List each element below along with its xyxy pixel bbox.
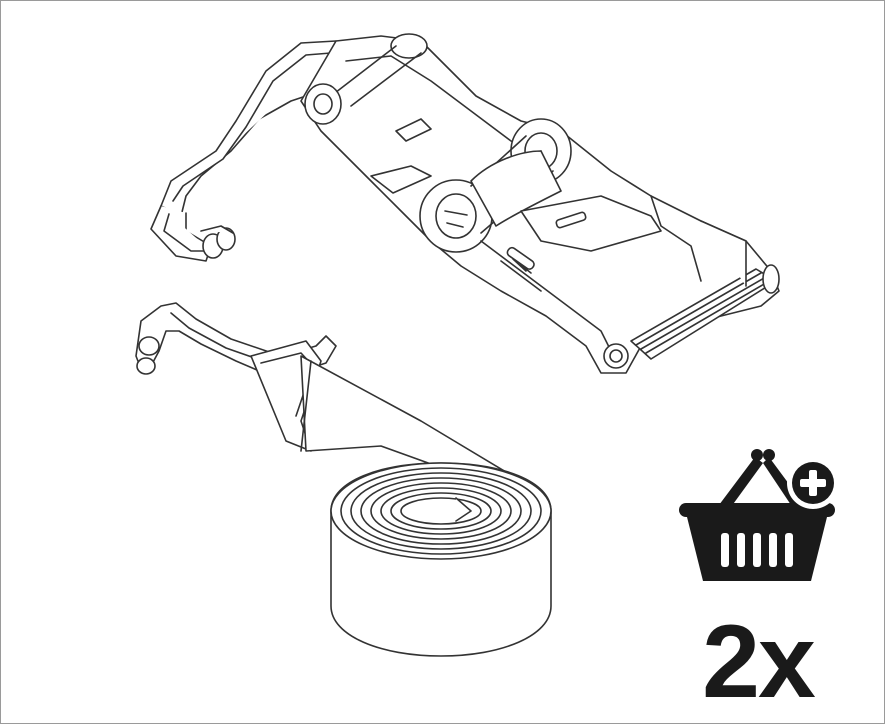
- quantity-label: 2x: [702, 604, 816, 720]
- strap-with-hook: [135, 302, 552, 657]
- ratchet-buckle: [150, 33, 780, 374]
- basket-plus-icon[interactable]: [677, 443, 841, 591]
